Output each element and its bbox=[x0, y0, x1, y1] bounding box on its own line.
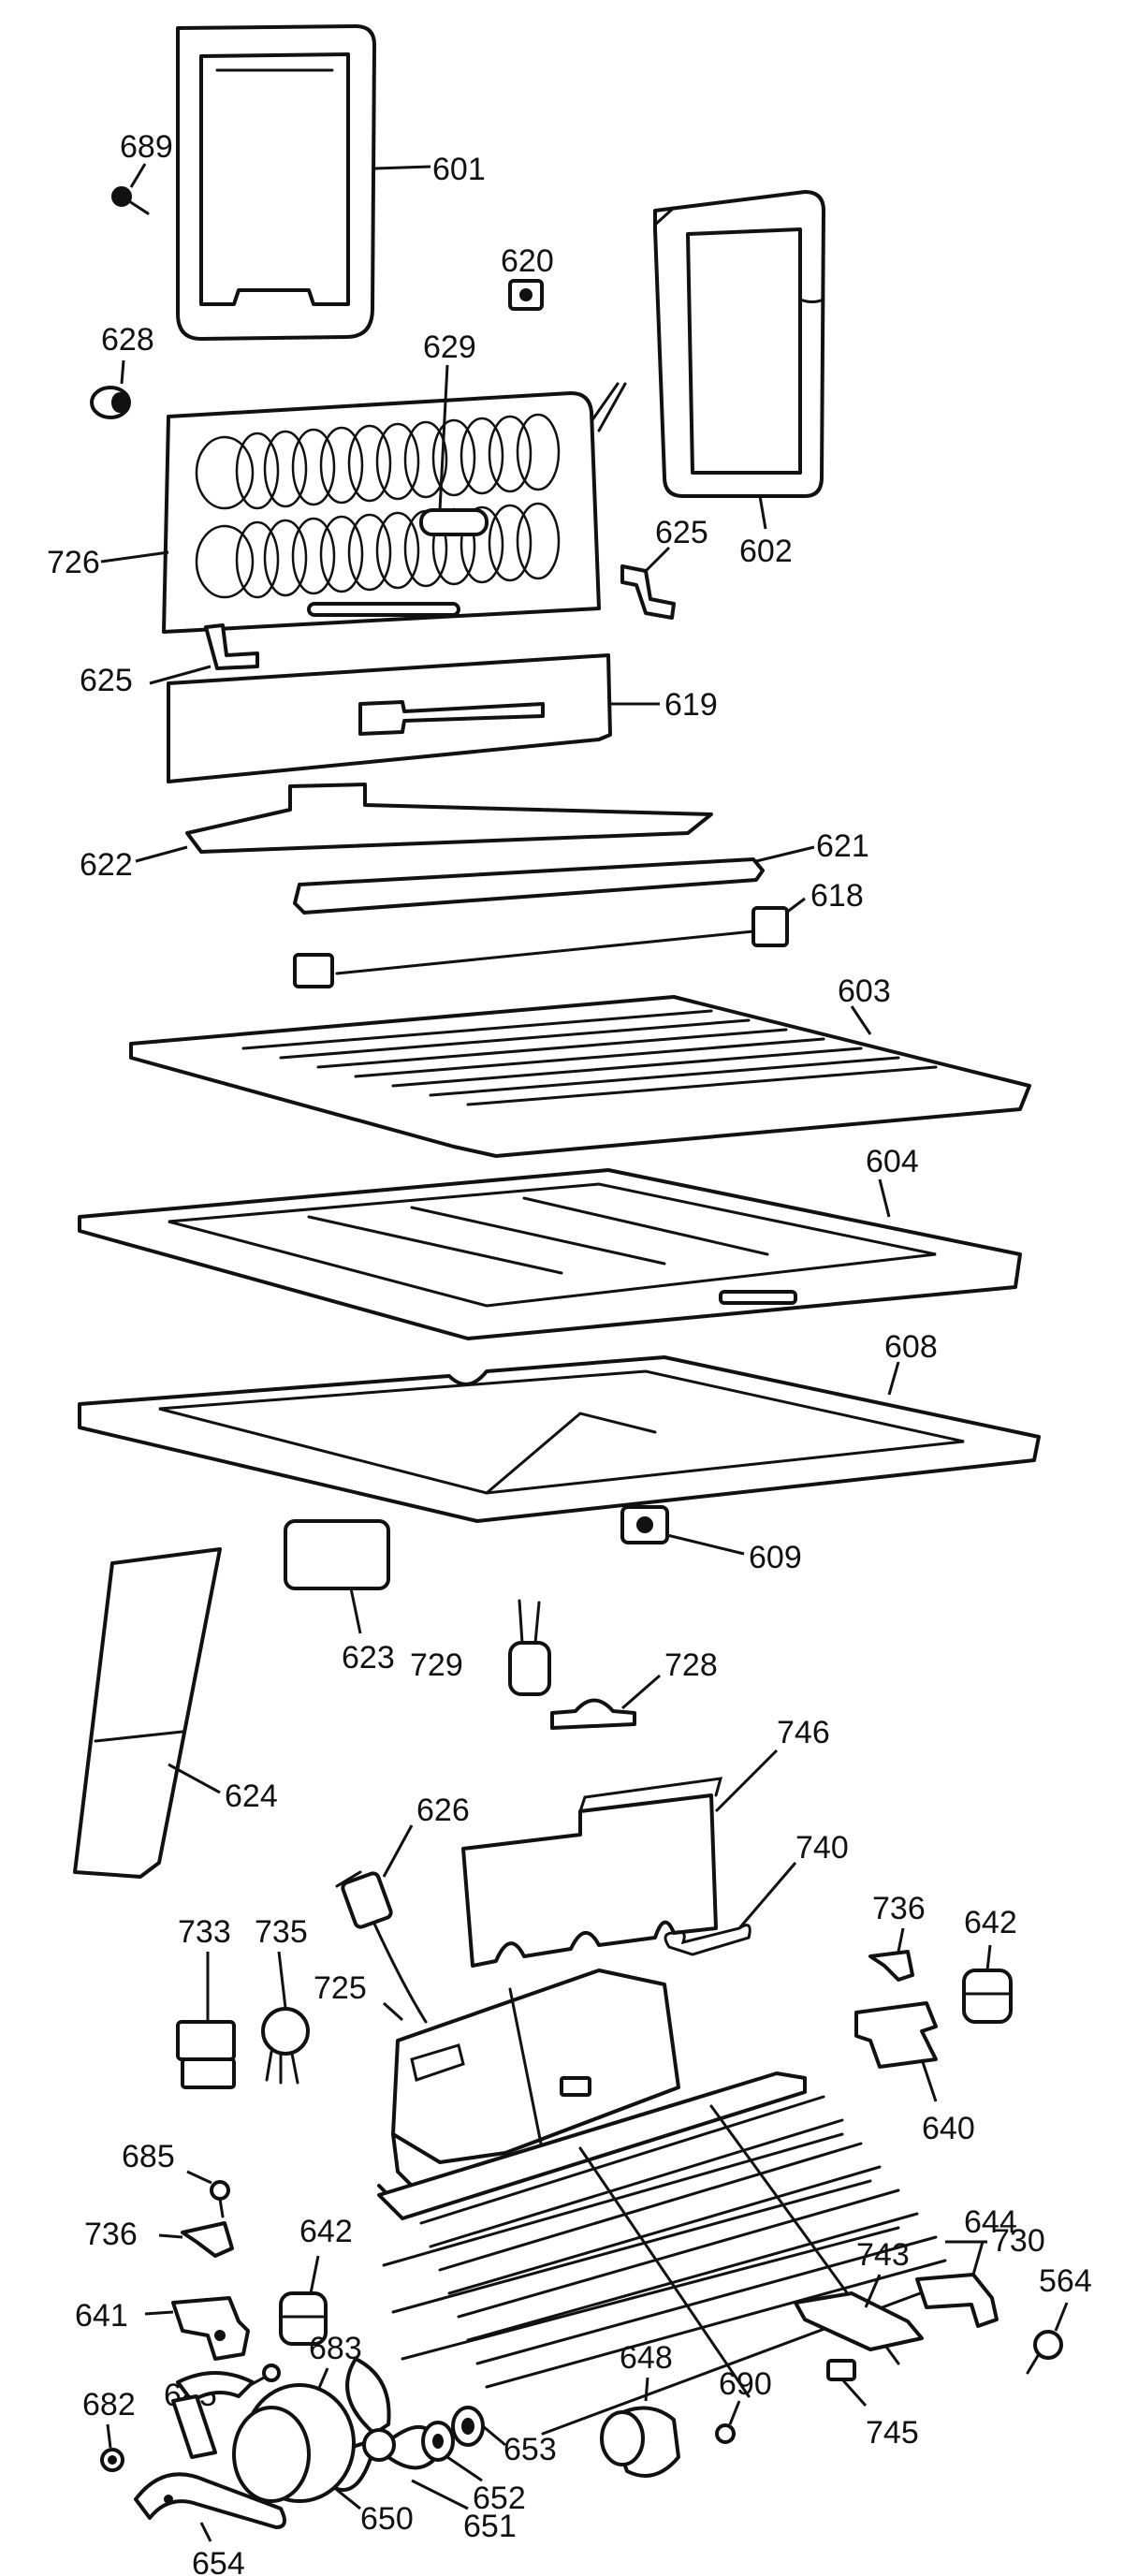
evaporator-coils-bottom bbox=[195, 502, 561, 599]
part-619-panel bbox=[167, 653, 612, 783]
callout-601: 601 bbox=[432, 152, 486, 187]
part-736-clip-lower bbox=[181, 2221, 234, 2258]
part-650-fan-motor bbox=[171, 2371, 356, 2503]
callout-736-upper: 736 bbox=[872, 1891, 926, 1926]
callout-653: 653 bbox=[503, 2432, 557, 2467]
part-644-bracket bbox=[915, 2273, 999, 2328]
callout-629: 629 bbox=[423, 329, 476, 365]
callout-689: 689 bbox=[120, 129, 173, 165]
callout-654: 654 bbox=[192, 2546, 245, 2576]
part-628-knob bbox=[90, 386, 131, 419]
part-690-screw bbox=[715, 2423, 736, 2444]
part-618-rod bbox=[293, 906, 789, 988]
part-735-overload bbox=[261, 2007, 310, 2085]
callout-644: 644 bbox=[964, 2204, 1017, 2240]
callout-690: 690 bbox=[719, 2366, 772, 2402]
part-629-thermostat bbox=[419, 508, 489, 536]
callout-728: 728 bbox=[664, 1647, 718, 1683]
part-653-nut bbox=[451, 2406, 485, 2447]
part-746-insulation bbox=[461, 1777, 723, 1968]
part-740-spring bbox=[664, 1924, 751, 1956]
callout-648: 648 bbox=[620, 2340, 673, 2376]
part-623-pad bbox=[284, 1519, 390, 1590]
part-625-bracket-right bbox=[620, 564, 676, 620]
part-745-pad bbox=[826, 2359, 856, 2381]
callout-603: 603 bbox=[838, 973, 891, 1009]
part-729-capacitor bbox=[508, 1599, 551, 1696]
callout-642-lower: 642 bbox=[299, 2214, 353, 2249]
callout-622: 622 bbox=[80, 847, 133, 883]
part-604-shelf bbox=[78, 1168, 1022, 1340]
callout-682: 682 bbox=[82, 2387, 136, 2422]
part-725-compressor bbox=[377, 1969, 680, 2197]
callout-621: 621 bbox=[816, 828, 869, 864]
callout-620: 620 bbox=[501, 243, 554, 279]
callout-652: 652 bbox=[473, 2481, 526, 2516]
callout-618: 618 bbox=[810, 878, 864, 914]
callout-628: 628 bbox=[101, 322, 154, 358]
part-652-washer bbox=[421, 2421, 455, 2462]
callout-736-lower: 736 bbox=[84, 2217, 138, 2252]
part-642-grommet-upper bbox=[962, 1969, 1013, 2024]
callout-602: 602 bbox=[739, 534, 793, 569]
part-625-bracket-left bbox=[204, 623, 259, 670]
part-682-nut bbox=[100, 2448, 124, 2472]
part-601-gasket-frame bbox=[176, 24, 376, 341]
part-685-screw-upper bbox=[210, 2180, 230, 2218]
callout-726: 726 bbox=[47, 545, 100, 580]
part-736-clip-upper bbox=[868, 1950, 914, 1982]
callout-625-right: 625 bbox=[655, 515, 708, 550]
callout-729: 729 bbox=[410, 1647, 463, 1683]
part-602-cover bbox=[653, 190, 825, 498]
callout-745: 745 bbox=[866, 2415, 919, 2451]
part-622-tray bbox=[185, 783, 713, 854]
part-609-damper bbox=[620, 1505, 669, 1544]
part-564-screw bbox=[1026, 2330, 1063, 2375]
callout-619: 619 bbox=[664, 687, 718, 723]
callout-624: 624 bbox=[225, 1778, 278, 1814]
callout-564: 564 bbox=[1039, 2263, 1092, 2299]
part-733-relay bbox=[176, 2020, 236, 2089]
callout-746: 746 bbox=[777, 1715, 830, 1750]
part-654-shroud bbox=[134, 2472, 286, 2529]
part-608-tray bbox=[78, 1355, 1041, 1523]
part-621-rail bbox=[293, 857, 765, 915]
part-689-screw bbox=[111, 186, 150, 215]
part-728-clamp bbox=[550, 1698, 636, 1730]
callout-626: 626 bbox=[416, 1793, 470, 1828]
callout-725: 725 bbox=[314, 1970, 367, 2006]
callout-650: 650 bbox=[360, 2501, 414, 2537]
evaporator-coils-top bbox=[195, 413, 561, 510]
callout-735: 735 bbox=[255, 1914, 308, 1950]
part-648-cap bbox=[600, 2406, 680, 2478]
part-624-duct bbox=[73, 1547, 222, 1879]
callout-641: 641 bbox=[75, 2298, 128, 2334]
callout-623: 623 bbox=[342, 1640, 395, 1676]
part-743-bracket bbox=[794, 2291, 924, 2351]
part-726-evaporator bbox=[162, 382, 627, 634]
callout-733: 733 bbox=[178, 1914, 231, 1950]
callout-604: 604 bbox=[866, 1144, 919, 1179]
part-626-cord bbox=[335, 1870, 428, 2024]
callout-609: 609 bbox=[749, 1540, 802, 1575]
callout-640: 640 bbox=[922, 2111, 975, 2146]
callout-651: 651 bbox=[463, 2509, 517, 2544]
part-603-shelf bbox=[129, 995, 1031, 1158]
callout-685-upper: 685 bbox=[122, 2139, 175, 2174]
callout-730: 730 bbox=[992, 2223, 1045, 2259]
part-620-nut bbox=[508, 279, 544, 311]
part-641-bracket bbox=[171, 2296, 250, 2361]
callout-625-left: 625 bbox=[80, 663, 133, 698]
part-730-condenser bbox=[377, 2071, 947, 2436]
callout-740: 740 bbox=[795, 1830, 849, 1866]
callout-743: 743 bbox=[856, 2237, 910, 2273]
callout-608: 608 bbox=[884, 1329, 938, 1365]
part-640-bracket bbox=[854, 2001, 938, 2069]
part-642-grommet-lower bbox=[279, 2291, 328, 2346]
callout-642-upper: 642 bbox=[964, 1905, 1017, 1940]
